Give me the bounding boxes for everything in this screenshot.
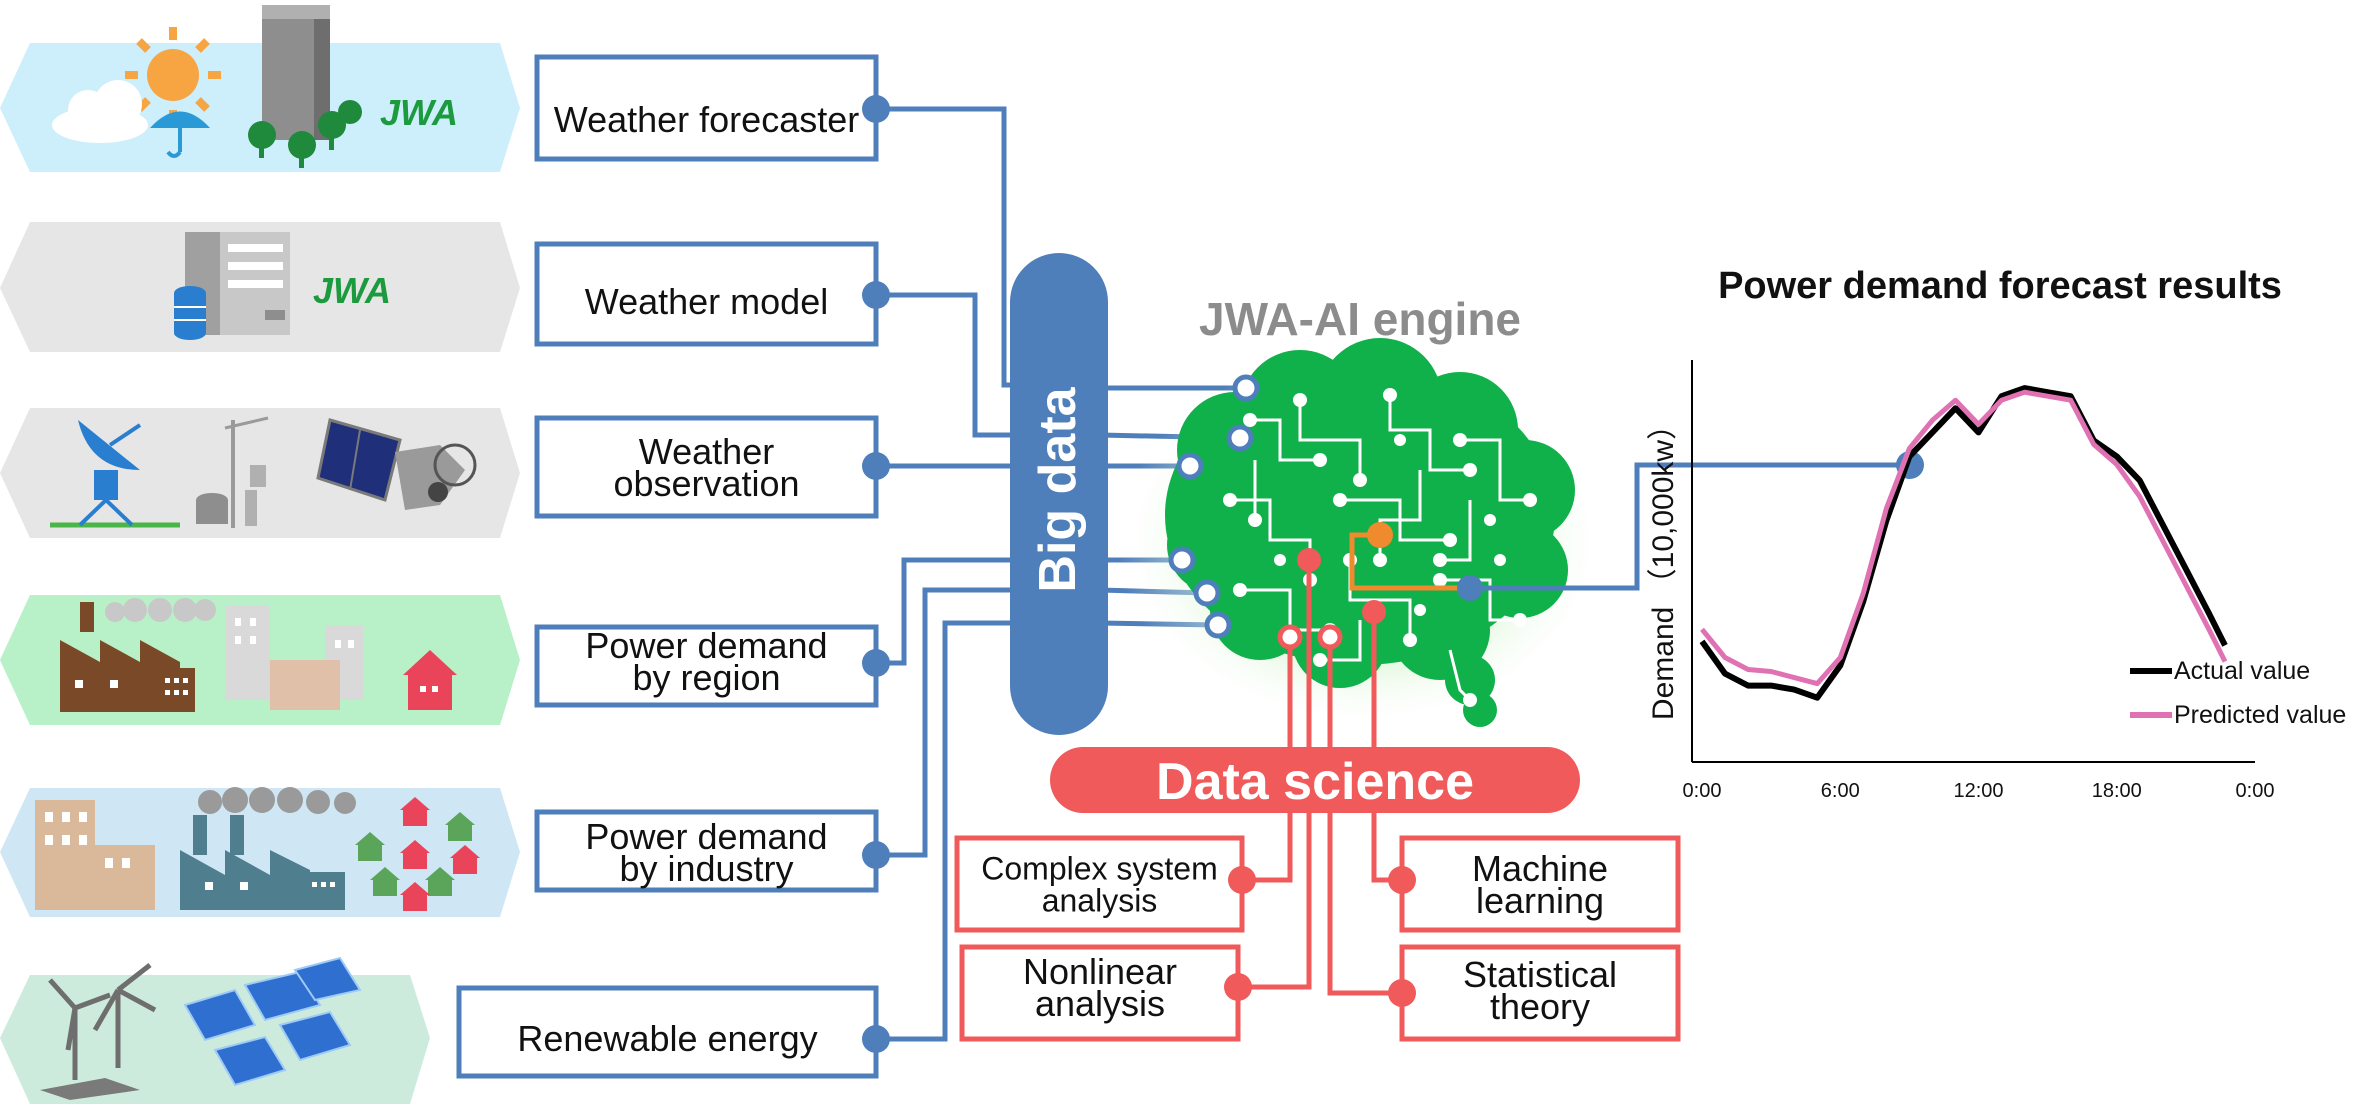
method-label: analysis [1042,883,1158,919]
connector-renewable [876,620,1010,1042]
x-tick-label: 6:00 [1821,780,1860,802]
method-connector-dot [1388,866,1416,894]
umbrella-icon [150,111,210,158]
data-science-label: Data science [1156,753,1474,811]
engine-core-node [1367,522,1393,548]
wind-turbine-icon [40,963,157,1100]
source-box-frame [534,415,879,519]
method-box-frame [954,835,1245,933]
engine-title: JWA-AI engine [1199,293,1521,345]
method-connector-dot [1388,979,1416,1007]
data-science-pill: Data science [1050,747,1580,813]
big-data-pill: Big data [1010,253,1108,735]
trees-icon [248,100,362,168]
source-box-1: Weather model [534,241,879,347]
data-flow-connectors [862,95,1010,1053]
method-label: Machine [1472,848,1608,889]
source-label: Weather model [585,281,828,322]
satellite-icon [316,418,477,510]
method-connector-dot [1228,866,1256,894]
source-label: Power demand [585,625,827,666]
apartment-buildings-icon [35,800,155,910]
jwa-logo: JWA [380,92,458,133]
factory-icon [60,598,216,712]
big-data-label: Big data [1029,386,1087,592]
source-panel-weather-model: JWA [0,222,520,352]
office-building-icon [262,5,330,140]
x-tick-label: 0:00 [2236,780,2275,802]
engine-output-path [1349,532,1470,591]
method-box-frame [1399,835,1681,933]
source-label: observation [613,463,799,504]
x-tick-label: 0:00 [1683,780,1722,802]
connector-industry [876,587,1010,858]
source-panel-power-demand-region [0,595,520,725]
source-panel-renewable-energy [0,956,430,1104]
source-label: by industry [619,848,793,889]
connector-forecaster [876,106,1010,388]
method-label: theory [1490,986,1590,1027]
method-connector-dot [1224,973,1252,1001]
connector-model [876,292,1010,438]
radar-dish-icon [50,420,180,528]
connector-dots [862,95,890,1053]
source-label: Weather [639,431,774,472]
engine-science-ports [1277,548,1386,650]
houses-icon [355,797,480,911]
legend-label: Actual value [2174,657,2310,685]
source-label: Renewable energy [517,1018,817,1059]
method-label: Complex system [981,851,1218,887]
factory-icon [180,787,356,910]
x-tick-label: 12:00 [1953,780,2003,802]
city-buildings-icon [225,605,363,710]
source-panel-weather-forecaster: JWA [0,5,520,172]
source-label: by region [632,657,780,698]
series-line-predicted [1700,389,2228,687]
method-label: learning [1476,880,1604,921]
house-icon [403,650,457,710]
method-label: Statistical [1463,954,1617,995]
x-tick-label: 18:00 [2092,780,2142,802]
source-label: Power demand [585,816,827,857]
method-box-frame [959,944,1241,1042]
chart-title: Power demand forecast results [1718,265,2282,307]
method-label: analysis [1035,983,1165,1024]
source-box-0: Weather forecaster [534,54,879,162]
database-icon [174,286,206,340]
cloud-icon [52,80,148,143]
engine-input-ports [1168,374,1260,639]
legend-label: Predicted value [2174,701,2346,729]
weather-station-icon [196,416,269,528]
ai-brain-icon [1118,338,1608,730]
source-box-5: Renewable energy [456,985,879,1079]
engine-to-chart-connector [1470,462,1910,591]
series-line-actual [1699,385,2228,701]
method-label: Nonlinear [1023,951,1177,992]
source-panel-weather-observation [0,408,520,538]
solar-panel-icon [183,956,362,1087]
source-label: Weather forecaster [554,99,859,140]
jwa-logo: JWA [313,270,391,311]
source-box-frame [534,241,879,347]
source-panel-power-demand-industry [0,787,520,917]
y-axis-label: Demand （10,000kw） [1647,410,1680,720]
